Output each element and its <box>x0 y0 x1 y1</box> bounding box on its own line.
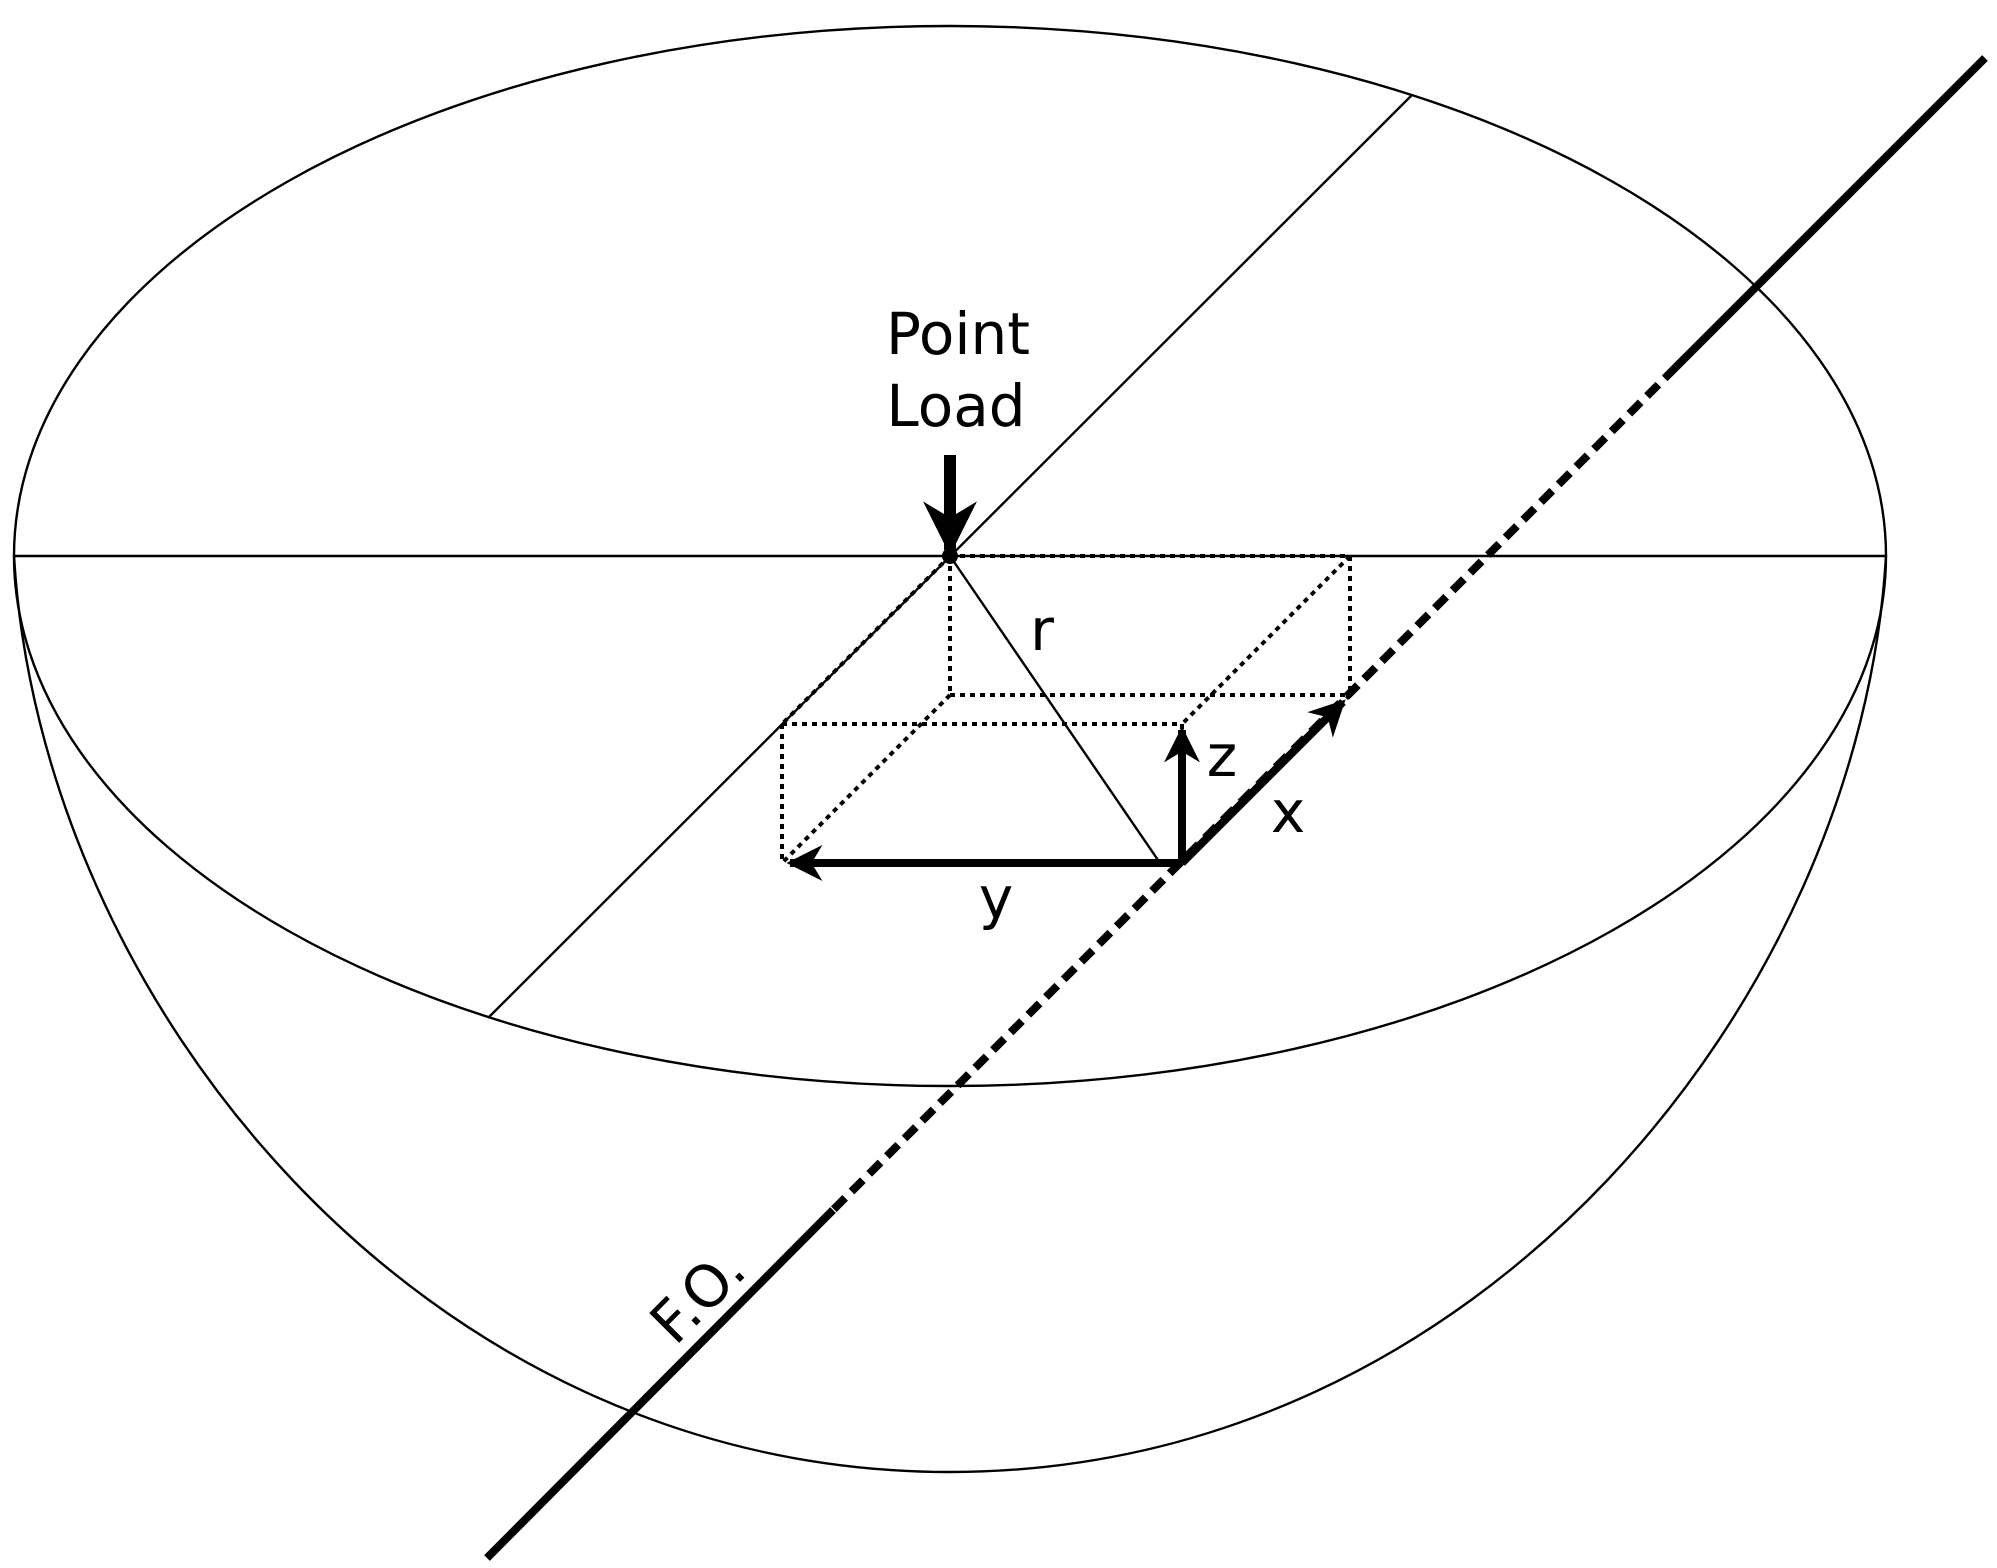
dotted-box <box>780 554 1352 865</box>
fiber-optic-line <box>484 55 1988 1561</box>
radius-line <box>949 555 1161 864</box>
y-label: y <box>979 864 1013 932</box>
r-label: r <box>1030 596 1054 664</box>
x-axis-arrow <box>1179 699 1346 866</box>
x-label: x <box>1271 778 1305 846</box>
z-label: z <box>1207 722 1237 790</box>
point-load-label-line2: Load <box>886 372 1025 440</box>
load-point-dot <box>942 548 958 564</box>
point-load-label-line1: Point <box>886 300 1030 368</box>
fo-label: F.O. <box>637 1235 759 1357</box>
hemisphere-bowl-outline <box>12 555 1888 1474</box>
